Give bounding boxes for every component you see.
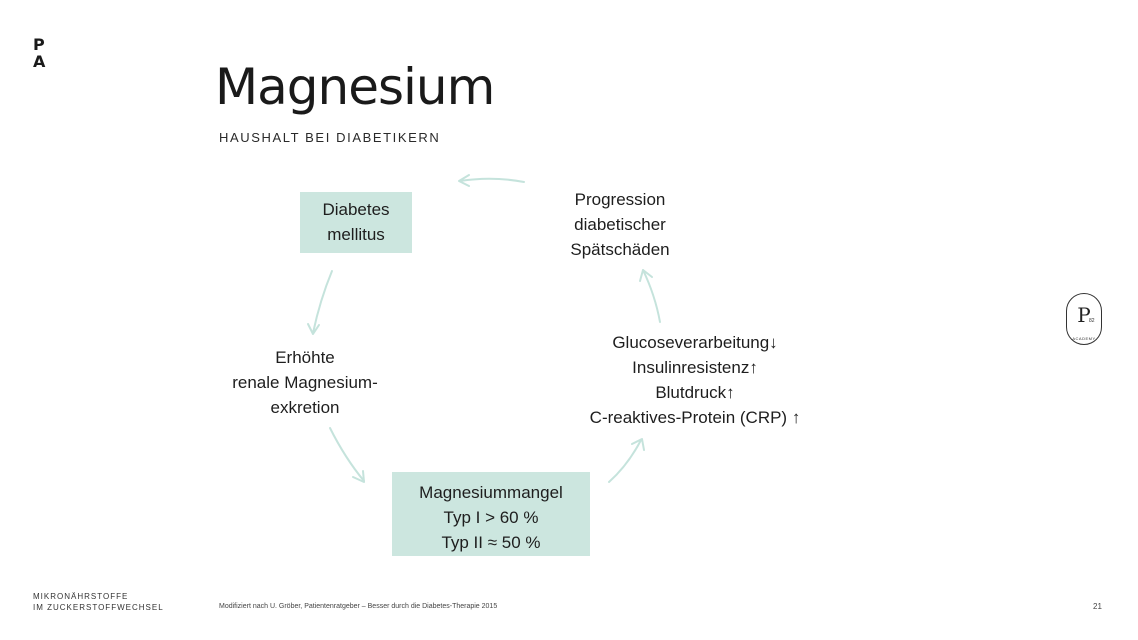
node-text-line: Diabetes bbox=[322, 200, 390, 219]
node-text-line: renale Magnesium- bbox=[232, 373, 378, 392]
arrow-head bbox=[639, 269, 653, 282]
node-text-line: exkretion bbox=[270, 398, 340, 417]
node-text-line: Typ II ≈ 50 % bbox=[441, 533, 541, 552]
arrow-diabetes-to-renal bbox=[312, 270, 333, 334]
arrow-markers-to-progression bbox=[642, 269, 661, 323]
page-number: 21 bbox=[1093, 602, 1102, 611]
logo-letter-a: A bbox=[33, 52, 46, 71]
node-diabetes-mellitus: Diabetes mellitus bbox=[300, 192, 412, 253]
footer-course-title: MIKRONÄHRSTOFFE IM ZUCKERSTOFFWECHSEL bbox=[33, 591, 164, 613]
brand-logo: P A bbox=[33, 36, 45, 70]
node-text-line: Insulinresistenz↑ bbox=[632, 358, 758, 377]
badge-number: 82 bbox=[1089, 318, 1095, 324]
node-text-line: Magnesiummangel bbox=[419, 483, 563, 502]
node-text-line: diabetischer bbox=[574, 215, 666, 234]
node-progression: Progression diabetischer Spätschäden bbox=[540, 187, 700, 262]
arrow-mangel-to-markers bbox=[608, 439, 642, 483]
node-text-line: Glucoseverarbeitung↓ bbox=[612, 333, 778, 352]
logo-letter-p: P bbox=[33, 35, 45, 54]
node-text-line: Spätschäden bbox=[570, 240, 670, 259]
node-text-line: Erhöhte bbox=[275, 348, 335, 367]
page-subtitle: HAUSHALT BEI DIABETIKERN bbox=[219, 130, 441, 145]
badge-letter: P bbox=[1077, 303, 1091, 327]
academy-badge-icon: P 82 ACADEMY bbox=[1066, 293, 1102, 345]
footer-source: Modifiziert nach U. Gröber, Patientenrat… bbox=[219, 603, 498, 610]
node-renal-excretion: Erhöhte renale Magnesium- exkretion bbox=[205, 345, 405, 420]
node-magnesium-deficiency: Magnesiummangel Typ I > 60 % Typ II ≈ 50… bbox=[392, 472, 590, 556]
node-text-line: C-reaktives-Protein (CRP) ↑ bbox=[589, 408, 801, 427]
badge-ring-text: ACADEMY bbox=[1072, 336, 1096, 341]
arrow-progression-to-diabetes bbox=[459, 177, 525, 183]
footer-line-1: MIKRONÄHRSTOFFE bbox=[33, 592, 129, 601]
arrow-head bbox=[307, 323, 320, 335]
node-text-line: Progression bbox=[574, 190, 666, 209]
arrow-head bbox=[631, 438, 645, 451]
arrow-head bbox=[458, 174, 470, 187]
node-text-line: mellitus bbox=[327, 225, 385, 244]
arrow-head bbox=[352, 470, 365, 483]
node-text-line: Blutdruck↑ bbox=[655, 383, 735, 402]
node-text-line: Typ I > 60 % bbox=[443, 508, 539, 527]
node-metabolic-markers: Glucoseverarbeitung↓ Insulinresistenz↑ B… bbox=[545, 330, 845, 430]
arrow-renal-to-mangel bbox=[329, 427, 365, 482]
footer-line-2: IM ZUCKERSTOFFWECHSEL bbox=[33, 603, 164, 612]
page-title: Magnesium bbox=[215, 58, 495, 116]
